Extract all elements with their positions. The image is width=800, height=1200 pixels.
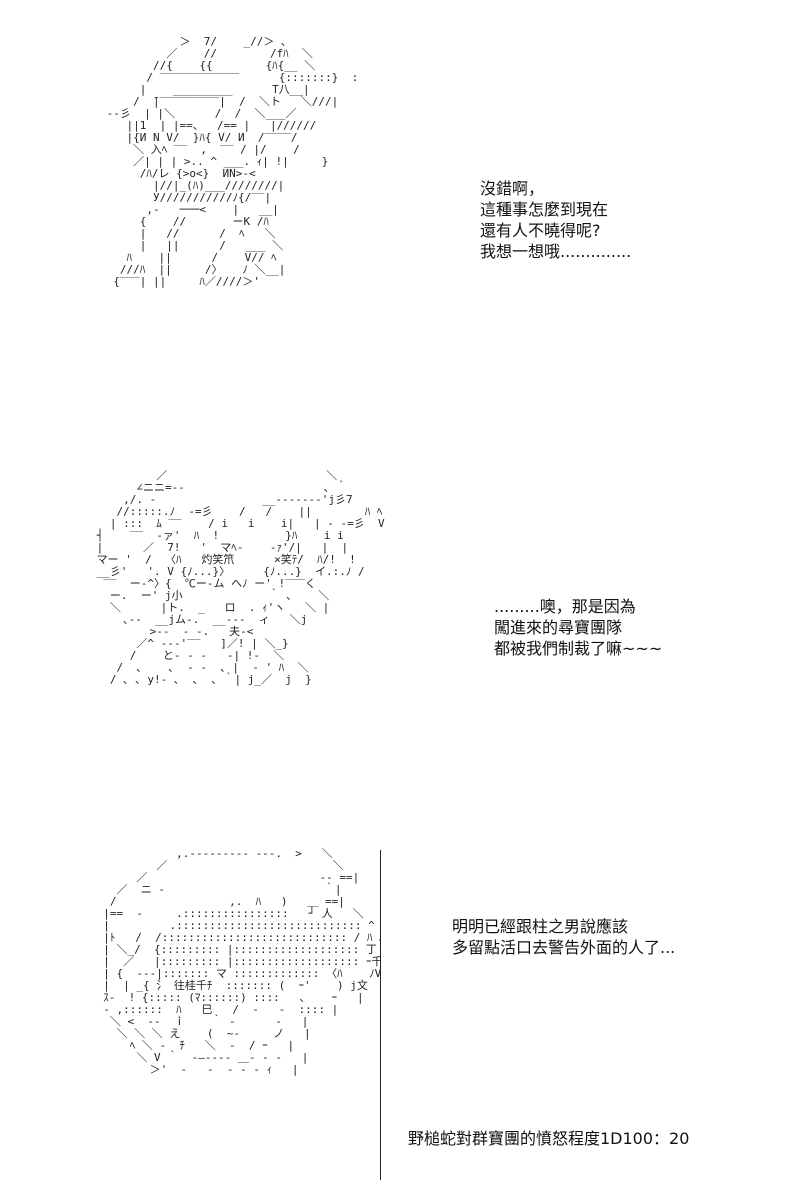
- speech-text-2: .........噢，那是因為 闖進來的尋寶團隊 都被我們制裁了嘛~~~: [494, 596, 662, 659]
- ascii-art-character-shadowed: ,.-‐‐‐‐‐‐‐‐ ‐‐-. > ＼ ／ ＼ ／ -- ==| ／ ニ ‐ …: [103, 848, 380, 1076]
- panel-3: ,.-‐‐‐‐‐‐‐‐ ‐‐-. > ＼ ／ ＼ ／ -- ==| ／ ニ ‐ …: [0, 840, 800, 1200]
- speech-line: .........噢，那是因為: [494, 597, 636, 616]
- panel-2: ／ ＼ ∠ニニ=-‐ ､ ｀ ,/. - __--‐‐--‐'j彡7 //:::…: [0, 460, 800, 800]
- speech-line: 沒錯啊，: [480, 179, 545, 198]
- speech-line: 這種事怎麼到現在: [480, 200, 609, 219]
- ascii-art-character-smiling: ／ ＼ ∠ニニ=-‐ ､ ｀ ,/. - __--‐‐--‐'j彡7 //:::…: [96, 470, 385, 686]
- speech-line: 都被我們制裁了嘛~~~: [494, 639, 663, 658]
- speech-line: 還有人不曉得呢?: [480, 221, 601, 240]
- speech-text-1: 沒錯啊， 這種事怎麼到現在 還有人不曉得呢? 我想一想哦............…: [480, 178, 631, 262]
- speech-line: 多留點活口去警告外面的人了...: [452, 938, 676, 957]
- speech-line: 明明已經跟柱之男說應該: [452, 917, 629, 936]
- ascii-art-character-standing: ＞ 7/ _//＞ ､ ／ // /fﾊ ＼ //{ {{ {ﾊ{__ ＼ / …: [106, 36, 359, 288]
- panel-border-line: [380, 850, 381, 1180]
- panel-1: ＞ 7/ _//＞ ､ ／ // /fﾊ ＼ //{ {{ {ﾊ{__ ＼ / …: [0, 0, 800, 420]
- dice-roll-caption: 野槌蛇對群寶團的憤怒程度1D100：20: [408, 1129, 690, 1148]
- speech-line: 闖進來的尋寶團隊: [494, 618, 623, 637]
- speech-line: 我想一想哦..............: [480, 242, 632, 261]
- speech-text-3: 明明已經跟柱之男說應該 多留點活口去警告外面的人了...: [452, 916, 675, 958]
